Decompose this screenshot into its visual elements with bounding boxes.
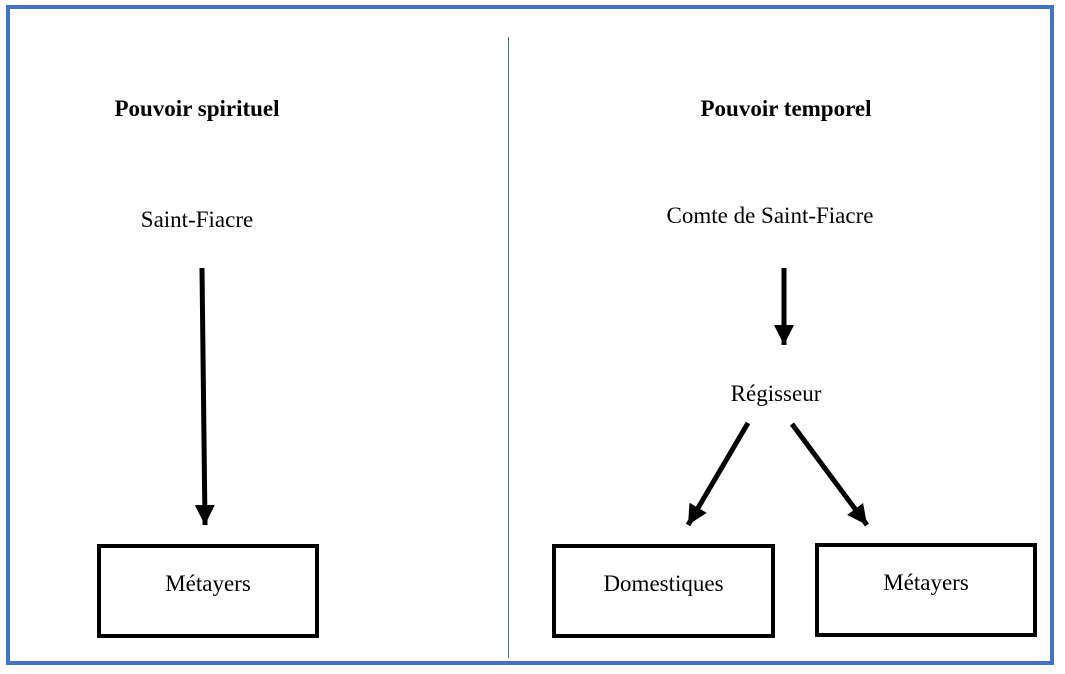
arrow-saint-fiacre-to-metayers bbox=[194, 267, 215, 526]
box-domestiques-label: Domestiques bbox=[603, 571, 724, 596]
diagram-frame bbox=[6, 5, 1054, 665]
node-comte-de-saint-fiacre: Comte de Saint-Fiacre bbox=[666, 203, 874, 228]
box-metayers-right: Métayers bbox=[815, 543, 1037, 637]
box-metayers-left-label: Métayers bbox=[165, 571, 251, 596]
box-metayers-left: Métayers bbox=[97, 544, 319, 638]
arrow-regisseur-to-domestiques bbox=[685, 421, 751, 527]
heading-spiritual-power: Pouvoir spirituel bbox=[114, 96, 280, 121]
node-regisseur: Régisseur bbox=[730, 381, 822, 406]
arrow-regisseur-to-metayers bbox=[789, 422, 870, 527]
heading-temporal-power: Pouvoir temporel bbox=[700, 96, 872, 121]
box-domestiques: Domestiques bbox=[552, 544, 775, 638]
column-divider bbox=[508, 37, 509, 658]
node-saint-fiacre: Saint-Fiacre bbox=[140, 207, 254, 232]
box-metayers-right-label: Métayers bbox=[883, 570, 969, 595]
